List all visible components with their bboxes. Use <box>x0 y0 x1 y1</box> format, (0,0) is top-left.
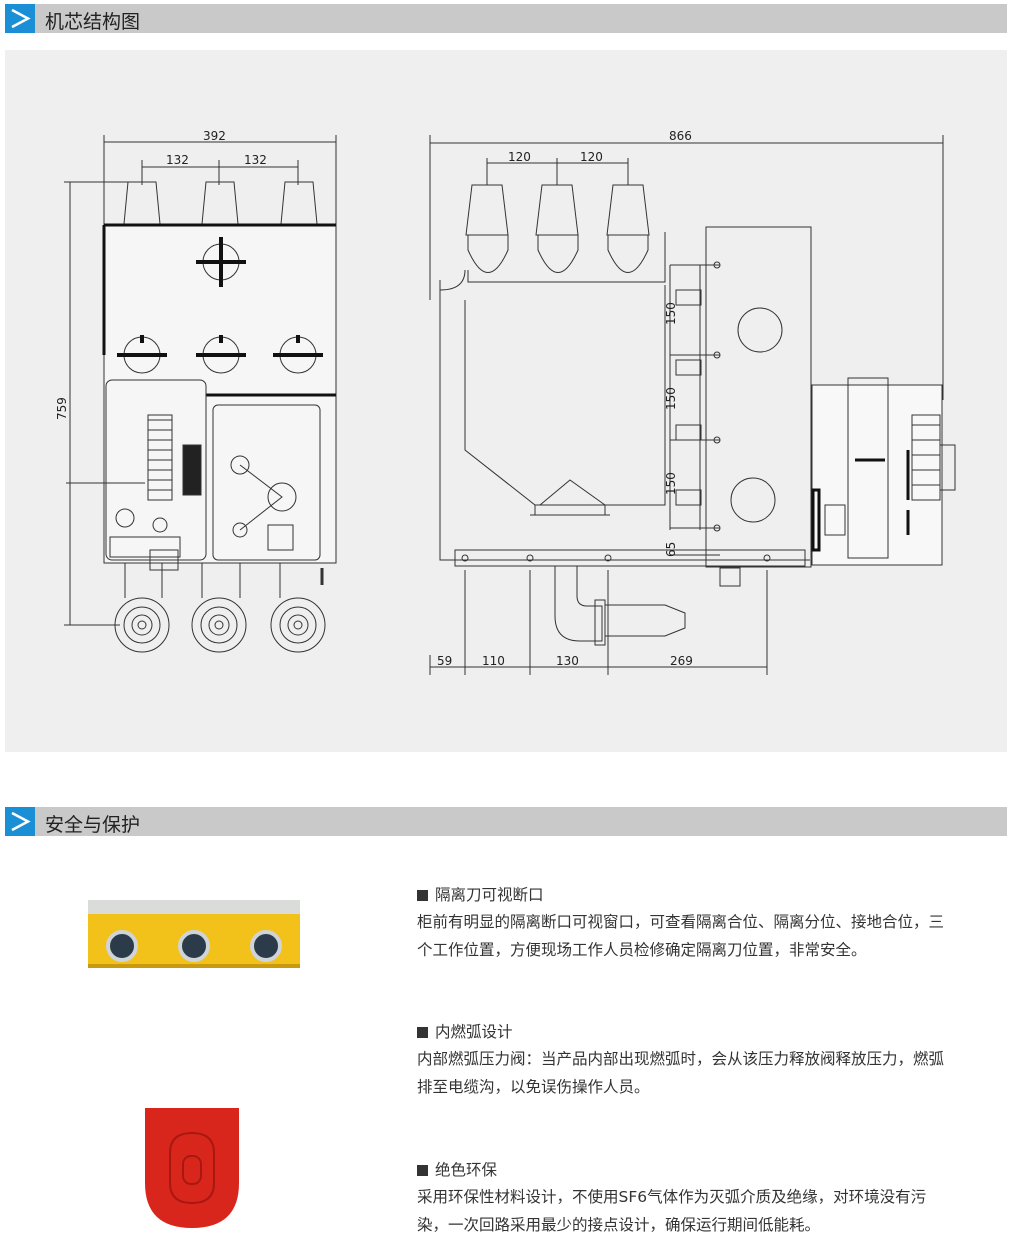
feature-text: 排至电缆沟，以免误伤操作人员。 <box>417 1078 650 1096</box>
bullet-square-icon <box>417 890 428 901</box>
section-header-safety: 安全与保护 <box>5 807 1007 836</box>
feature-heading: 内燃弧设计 <box>435 1023 513 1041</box>
chevron-right-icon <box>5 807 35 836</box>
view-window-photo <box>88 900 300 968</box>
dim-label: 110 <box>482 654 505 668</box>
feature-text: 柜前有明显的隔离断口可视窗口，可查看隔离合位、隔离分位、接地合位，三 <box>417 913 945 931</box>
section-header-structure: 机芯结构图 <box>5 4 1007 33</box>
feature-text: 个工作位置，方便现场工作人员检修确定隔离刀位置，非常安全。 <box>417 941 867 959</box>
pressure-valve-photo <box>145 1108 239 1228</box>
feature-green: 绝色环保 采用环保性材料设计，不使用SF6气体作为灭弧介质及绝缘，对环境没有污 … <box>417 1157 1007 1239</box>
feature-heading: 隔离刀可视断口 <box>435 886 544 904</box>
section-title: 机芯结构图 <box>45 11 141 33</box>
dim-label: 269 <box>670 654 693 668</box>
dim-label: 150 <box>664 387 678 410</box>
front-view-drawing: 392 132 132 759 <box>55 129 337 653</box>
feature-text: 内部燃弧压力阀：当产品内部出现燃弧时，会从该压力释放阀释放压力，燃弧 <box>417 1050 945 1068</box>
feature-internal-arc: 内燃弧设计 内部燃弧压力阀：当产品内部出现燃弧时，会从该压力释放阀释放压力，燃弧… <box>417 1019 1007 1101</box>
dim-label: 150 <box>664 472 678 495</box>
section-title: 安全与保护 <box>45 814 141 836</box>
dim-label: 132 <box>166 153 189 167</box>
feature-text: 采用环保性材料设计，不使用SF6气体作为灭弧介质及绝缘，对环境没有污 <box>417 1188 927 1206</box>
bullet-square-icon <box>417 1165 428 1176</box>
side-view-drawing: 866 120 120 150 150 150 65 59 110 130 26… <box>429 129 956 675</box>
bullet-square-icon <box>417 1027 428 1038</box>
structure-drawing: 392 132 132 759 <box>5 50 1007 752</box>
dim-label: 130 <box>556 654 579 668</box>
dim-label: 392 <box>203 129 226 143</box>
dim-label: 866 <box>669 129 692 143</box>
dim-label: 132 <box>244 153 267 167</box>
dim-label: 150 <box>664 302 678 325</box>
dim-label: 120 <box>580 150 603 164</box>
feature-heading: 绝色环保 <box>435 1161 498 1179</box>
feature-visible-isolation: 隔离刀可视断口 柜前有明显的隔离断口可视窗口，可查看隔离合位、隔离分位、接地合位… <box>417 882 1007 964</box>
chevron-right-icon <box>5 4 35 33</box>
dim-label: 120 <box>508 150 531 164</box>
dim-label: 65 <box>664 542 678 557</box>
feature-text: 染，一次回路采用最少的接点设计，确保运行期间低能耗。 <box>417 1216 821 1234</box>
dim-label: 59 <box>437 654 452 668</box>
dim-label: 759 <box>55 397 69 420</box>
